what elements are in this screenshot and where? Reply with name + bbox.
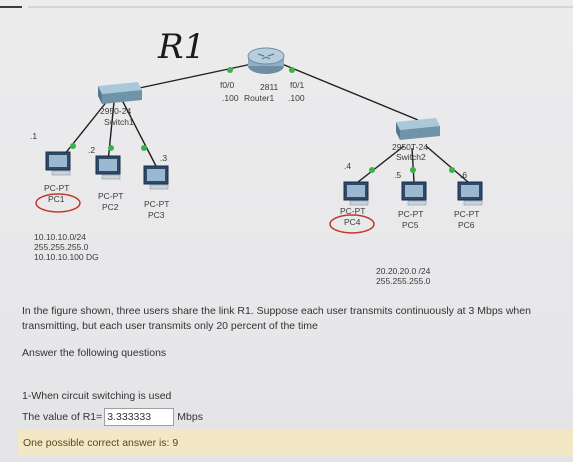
router-model: 2811 bbox=[260, 82, 279, 92]
link-light bbox=[369, 167, 375, 173]
top-dash bbox=[0, 6, 22, 8]
cable-switch2-pc5 bbox=[411, 147, 415, 183]
cable-switch2-pc4 bbox=[357, 145, 405, 183]
answer-heading: Answer the following questions bbox=[22, 347, 167, 359]
pc1-name: PC1 bbox=[48, 194, 65, 204]
pc-icon[interactable] bbox=[401, 181, 427, 206]
pc5-name: PC5 bbox=[402, 220, 419, 230]
feedback-box: One possible correct answer is: 9 bbox=[18, 430, 573, 456]
link-light bbox=[108, 145, 114, 151]
pc4-name: PC4 bbox=[344, 217, 361, 227]
left-network-address: 10.10.10.0/24 bbox=[34, 232, 86, 242]
pc1-octet: .1 bbox=[30, 131, 37, 141]
switch1-name: Switch1 bbox=[104, 117, 134, 127]
router-port-f0-1: f0/1 bbox=[290, 80, 304, 90]
right-network-note: 20.20.20.0 /24 255.255.255.0 bbox=[376, 266, 430, 286]
link-light bbox=[410, 167, 416, 173]
switch-icon[interactable] bbox=[98, 82, 142, 104]
right-network-address: 20.20.20.0 /24 bbox=[376, 266, 431, 276]
pc5-type: PC-PT bbox=[398, 209, 424, 219]
answer-unit: Mbps bbox=[177, 411, 203, 423]
answer-prefix: The value of R1= bbox=[22, 411, 103, 423]
cables bbox=[59, 63, 469, 183]
pc-icon[interactable] bbox=[45, 151, 71, 176]
cable-switch2-pc6 bbox=[425, 145, 469, 183]
pc2-name: PC2 bbox=[102, 202, 119, 212]
link-light bbox=[70, 143, 76, 149]
left-network-gateway: 10.10.10.100 DG bbox=[34, 252, 99, 262]
pc3-name: PC3 bbox=[148, 210, 165, 220]
pc4-type: PC-PT bbox=[340, 206, 366, 216]
network-diagram: R1 f0/0 2811 f0/1 .100 Router1 .100 2950… bbox=[30, 27, 483, 234]
pc-icon[interactable] bbox=[343, 181, 369, 206]
switch-icon[interactable] bbox=[396, 118, 440, 140]
top-border bbox=[28, 6, 573, 8]
handwritten-router-label: R1 bbox=[157, 27, 205, 67]
link-light bbox=[449, 167, 455, 173]
link-light bbox=[227, 67, 233, 73]
left-network-note: 10.10.10.0/24 255.255.255.0 10.10.10.100… bbox=[34, 232, 99, 262]
pc5-octet: .5 bbox=[394, 170, 401, 180]
pc1-circle bbox=[35, 193, 81, 213]
pc1-type: PC-PT bbox=[44, 183, 70, 193]
router-ip-left: .100 bbox=[222, 93, 239, 103]
switch1-model: 2950-24 bbox=[100, 106, 131, 116]
cable-router-switch2 bbox=[281, 63, 419, 121]
switch2-name: Switch2 bbox=[396, 152, 426, 162]
correct-answer-text: One possible correct answer is: 9 bbox=[23, 437, 179, 449]
router-port-f0-0: f0/0 bbox=[220, 80, 234, 90]
cable-switch1-pc3 bbox=[121, 99, 157, 167]
link-light bbox=[141, 145, 147, 151]
link-lights bbox=[70, 67, 455, 173]
r1-answer-input[interactable] bbox=[104, 408, 175, 426]
router-name: Router1 bbox=[244, 93, 275, 103]
pc6-octet: .6 bbox=[460, 170, 467, 180]
pc4-circle bbox=[329, 214, 375, 234]
pc6-type: PC-PT bbox=[454, 209, 480, 219]
left-network-mask: 255.255.255.0 bbox=[34, 242, 89, 252]
pc2-octet: .2 bbox=[88, 145, 95, 155]
answer-row: The value of R1= Mbps bbox=[22, 408, 203, 426]
subquestion-1-label: 1-When circuit switching is used bbox=[22, 390, 172, 402]
pc-icon[interactable] bbox=[95, 155, 121, 180]
pc-icon[interactable] bbox=[143, 165, 169, 190]
pc3-octet: .3 bbox=[160, 153, 167, 163]
pc2-type: PC-PT bbox=[98, 191, 124, 201]
router-icon[interactable] bbox=[247, 47, 285, 74]
router-ip-right: .100 bbox=[288, 93, 305, 103]
right-network-mask: 255.255.255.0 bbox=[376, 276, 431, 286]
switch2-model: 2950T-24 bbox=[392, 142, 428, 152]
pc3-type: PC-PT bbox=[144, 199, 170, 209]
question-text: In the figure shown, three users share t… bbox=[22, 305, 531, 332]
pc-icon[interactable] bbox=[457, 181, 483, 206]
link-light bbox=[289, 67, 295, 73]
pc6-name: PC6 bbox=[458, 220, 475, 230]
pc4-octet: .4 bbox=[344, 161, 351, 171]
cable-switch1-pc2 bbox=[107, 101, 115, 163]
cable-switch1-pc1 bbox=[59, 99, 109, 161]
